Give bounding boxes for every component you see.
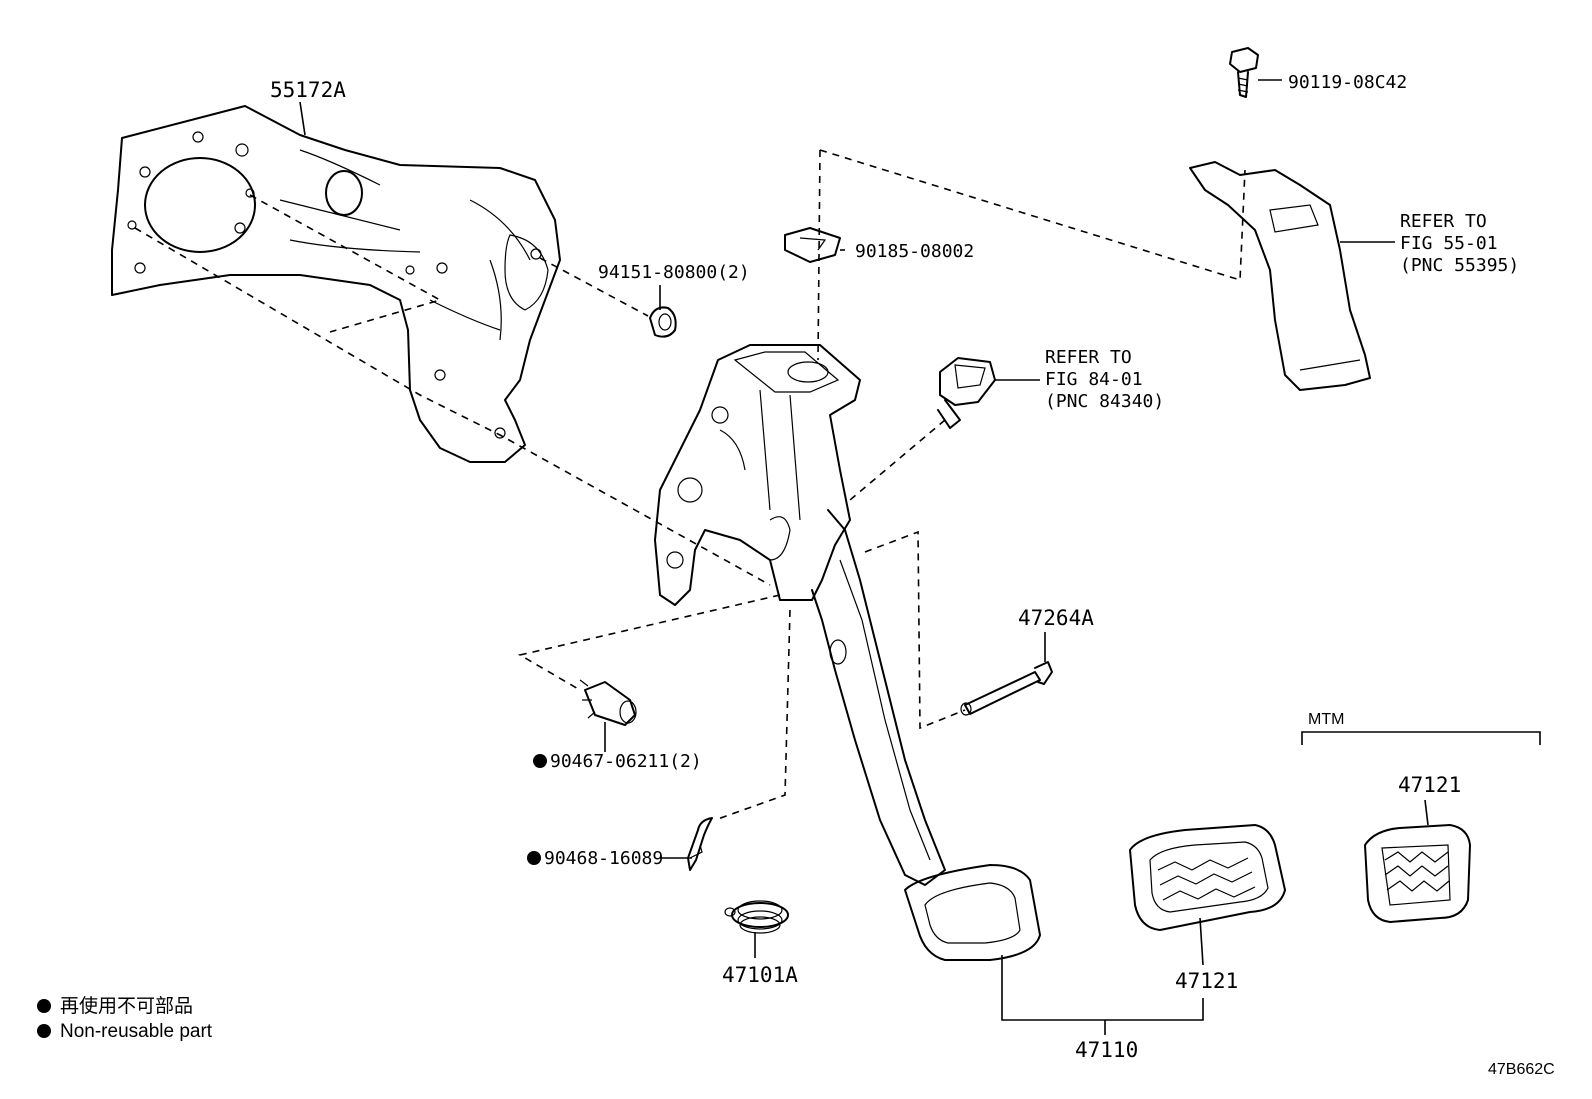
pedal-pad-47121-mtm-drawing bbox=[1364, 824, 1471, 923]
leader-lines bbox=[299, 79, 1541, 1035]
refer-84-line1: REFER TO bbox=[1045, 347, 1132, 368]
label-47121-pad: 47121 bbox=[1175, 969, 1238, 993]
legend-jp: 再使用不可部品 bbox=[60, 995, 193, 1017]
clip-90468-drawing bbox=[687, 817, 713, 871]
bolt-90119-drawing bbox=[1229, 47, 1259, 98]
bushing-90467-drawing bbox=[579, 679, 637, 726]
bracket-55172a-drawing bbox=[111, 105, 561, 463]
legend-bullet-en bbox=[37, 1024, 51, 1038]
spring-47101a-drawing bbox=[724, 900, 789, 934]
pedal-pad-47121-drawing bbox=[1129, 824, 1286, 931]
non-reusable-marker-90468 bbox=[527, 851, 541, 865]
nut-94151-drawing bbox=[649, 306, 677, 338]
refer-55-line1: REFER TO bbox=[1400, 211, 1487, 232]
diagram-code: 47B662C bbox=[1488, 1061, 1555, 1078]
stop-light-switch-drawing bbox=[937, 357, 996, 429]
label-47121-mtm: 47121 bbox=[1398, 773, 1461, 797]
legend-bullet-jp bbox=[37, 999, 51, 1013]
label-90467: 90467-06211(2) bbox=[550, 751, 702, 772]
refer-84-line3: (PNC 84340) bbox=[1045, 391, 1164, 412]
label-47110: 47110 bbox=[1075, 1038, 1138, 1062]
pin-47264a-drawing bbox=[960, 661, 1053, 716]
pedal-assembly-drawing bbox=[654, 344, 1041, 961]
label-55172a: 55172A bbox=[270, 78, 346, 102]
refer-55-line2: FIG 55-01 bbox=[1400, 233, 1498, 254]
label-90468: 90468-16089 bbox=[544, 848, 663, 869]
legend-en: Non-reusable part bbox=[60, 1021, 213, 1042]
non-reusable-marker-90467 bbox=[533, 754, 547, 768]
label-90185: 90185-08002 bbox=[855, 241, 974, 262]
label-mtm: MTM bbox=[1308, 711, 1344, 728]
assembly-dashed-lines bbox=[134, 149, 1246, 821]
refer-55-line3: (PNC 55395) bbox=[1400, 255, 1519, 276]
label-47101a: 47101A bbox=[722, 963, 798, 987]
label-47264a: 47264A bbox=[1018, 606, 1094, 630]
label-90119: 90119-08C42 bbox=[1288, 72, 1407, 93]
cover-bracket-drawing bbox=[1189, 161, 1371, 391]
refer-84-line2: FIG 84-01 bbox=[1045, 369, 1143, 390]
label-94151: 94151-80800(2) bbox=[598, 262, 750, 283]
clip-90185-drawing bbox=[784, 227, 841, 263]
